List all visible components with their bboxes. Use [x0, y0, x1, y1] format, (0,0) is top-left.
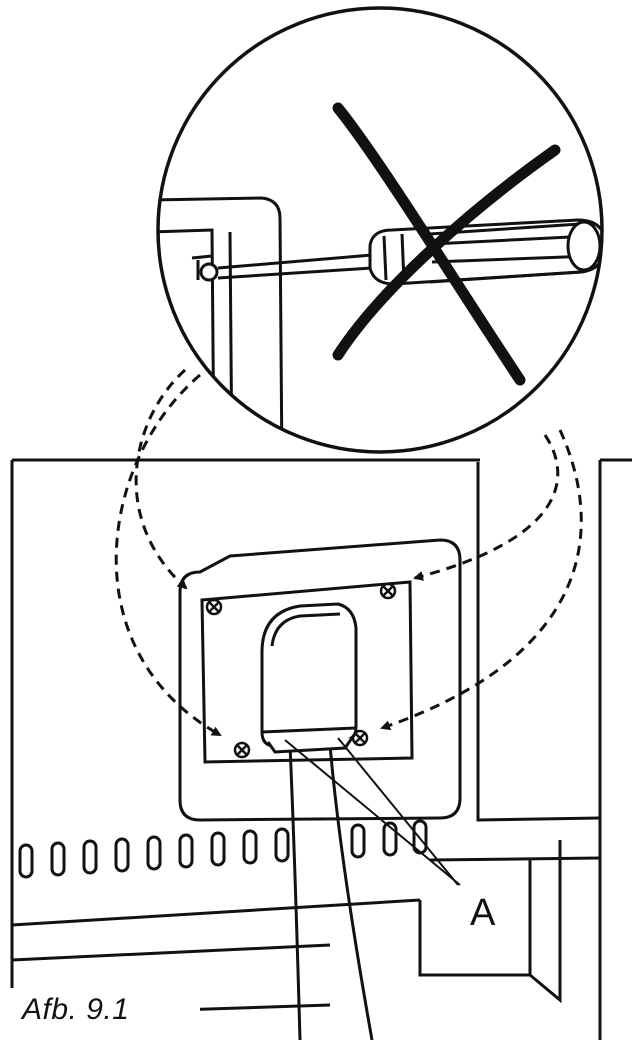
arrow-to-top-left-screw	[134, 368, 188, 590]
screw-top-left	[205, 598, 223, 616]
arrow-to-top-right-screw	[413, 434, 560, 581]
part-a-pointer-lines	[284, 737, 461, 886]
prohibition-cross	[332, 102, 561, 386]
arrow-to-bottom-left-screw	[114, 373, 222, 737]
figure-caption: Afb. 9.1	[22, 993, 130, 1026]
screw-bottom-left	[233, 741, 251, 759]
ventilation-slots	[18, 819, 428, 879]
part-a-label: A	[470, 892, 496, 934]
connector-housing	[260, 602, 358, 754]
magnifier-circle	[156, 6, 604, 454]
caption-background	[0, 988, 200, 1040]
screw-top-right	[379, 582, 397, 600]
dashed-arrows	[114, 368, 583, 737]
appliance-back-panel	[10, 458, 632, 1040]
power-cable	[288, 744, 374, 1040]
arrow-to-bottom-right-screw	[380, 429, 583, 731]
